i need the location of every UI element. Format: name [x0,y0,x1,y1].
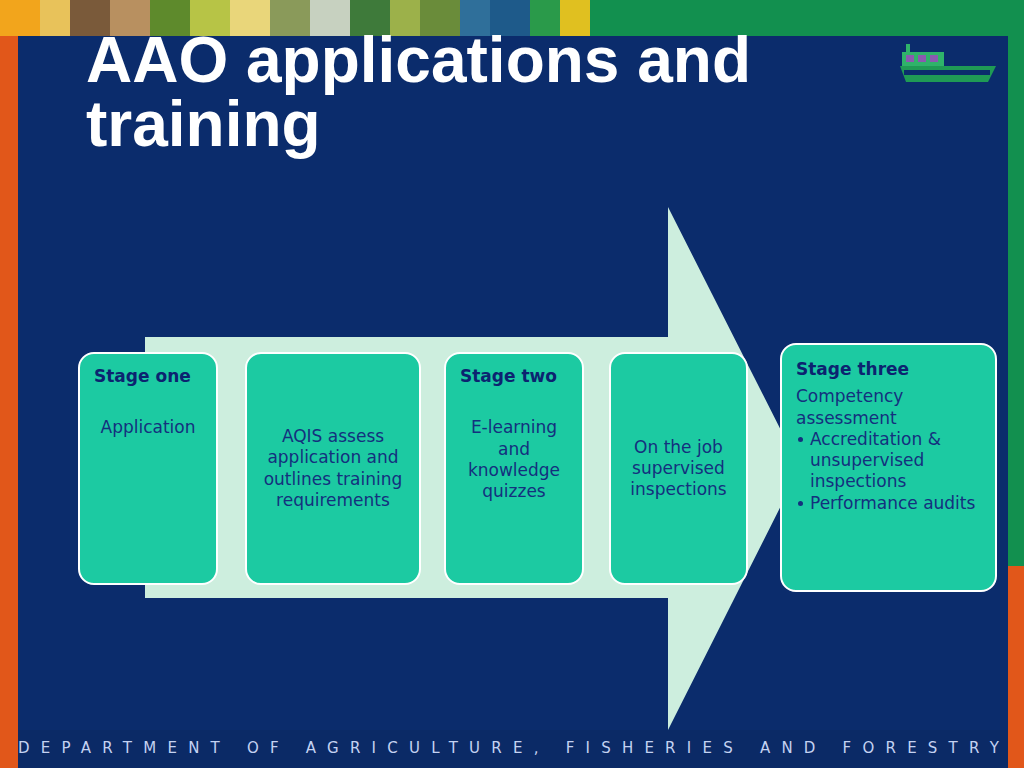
bullet-item: Accreditation & unsupervised inspections [796,429,983,493]
stage-heading: Stage one [90,366,206,387]
right-strip-orange [1008,566,1024,768]
stage-heading: Stage three [796,359,983,380]
process-arrow [145,207,800,730]
bullet-dot [798,437,803,442]
bullet-text: Performance audits [810,493,975,513]
left-strip [0,0,18,768]
stage-box: Stage oneApplication [78,352,218,585]
step-box: AQIS assess application and outlines tra… [245,352,421,585]
stage-box: Stage twoE-learning and knowledge quizze… [444,352,584,585]
step-text: On the job supervised inspections [621,437,736,501]
slide-title: AAO applications and training [86,28,816,156]
bullet-item: Performance audits [796,493,983,514]
ship-icon [900,44,996,82]
right-strip-green [1008,0,1024,566]
bullet-dot [798,501,803,506]
step-text: E-learning and knowledge quizzes [456,417,572,502]
stage-heading: Stage two [456,366,572,387]
bullet-text: Accreditation & unsupervised inspections [810,429,941,492]
stage-box-detail: Stage threeCompetency assessmentAccredit… [780,343,997,592]
step-text: Application [90,417,206,438]
step-text: Competency assessment [796,386,983,429]
step-box: On the job supervised inspections [609,352,748,585]
footer-text: DEPARTMENT OF AGRICULTURE, FISHERIES AND… [18,739,1010,757]
step-text: AQIS assess application and outlines tra… [257,426,409,511]
